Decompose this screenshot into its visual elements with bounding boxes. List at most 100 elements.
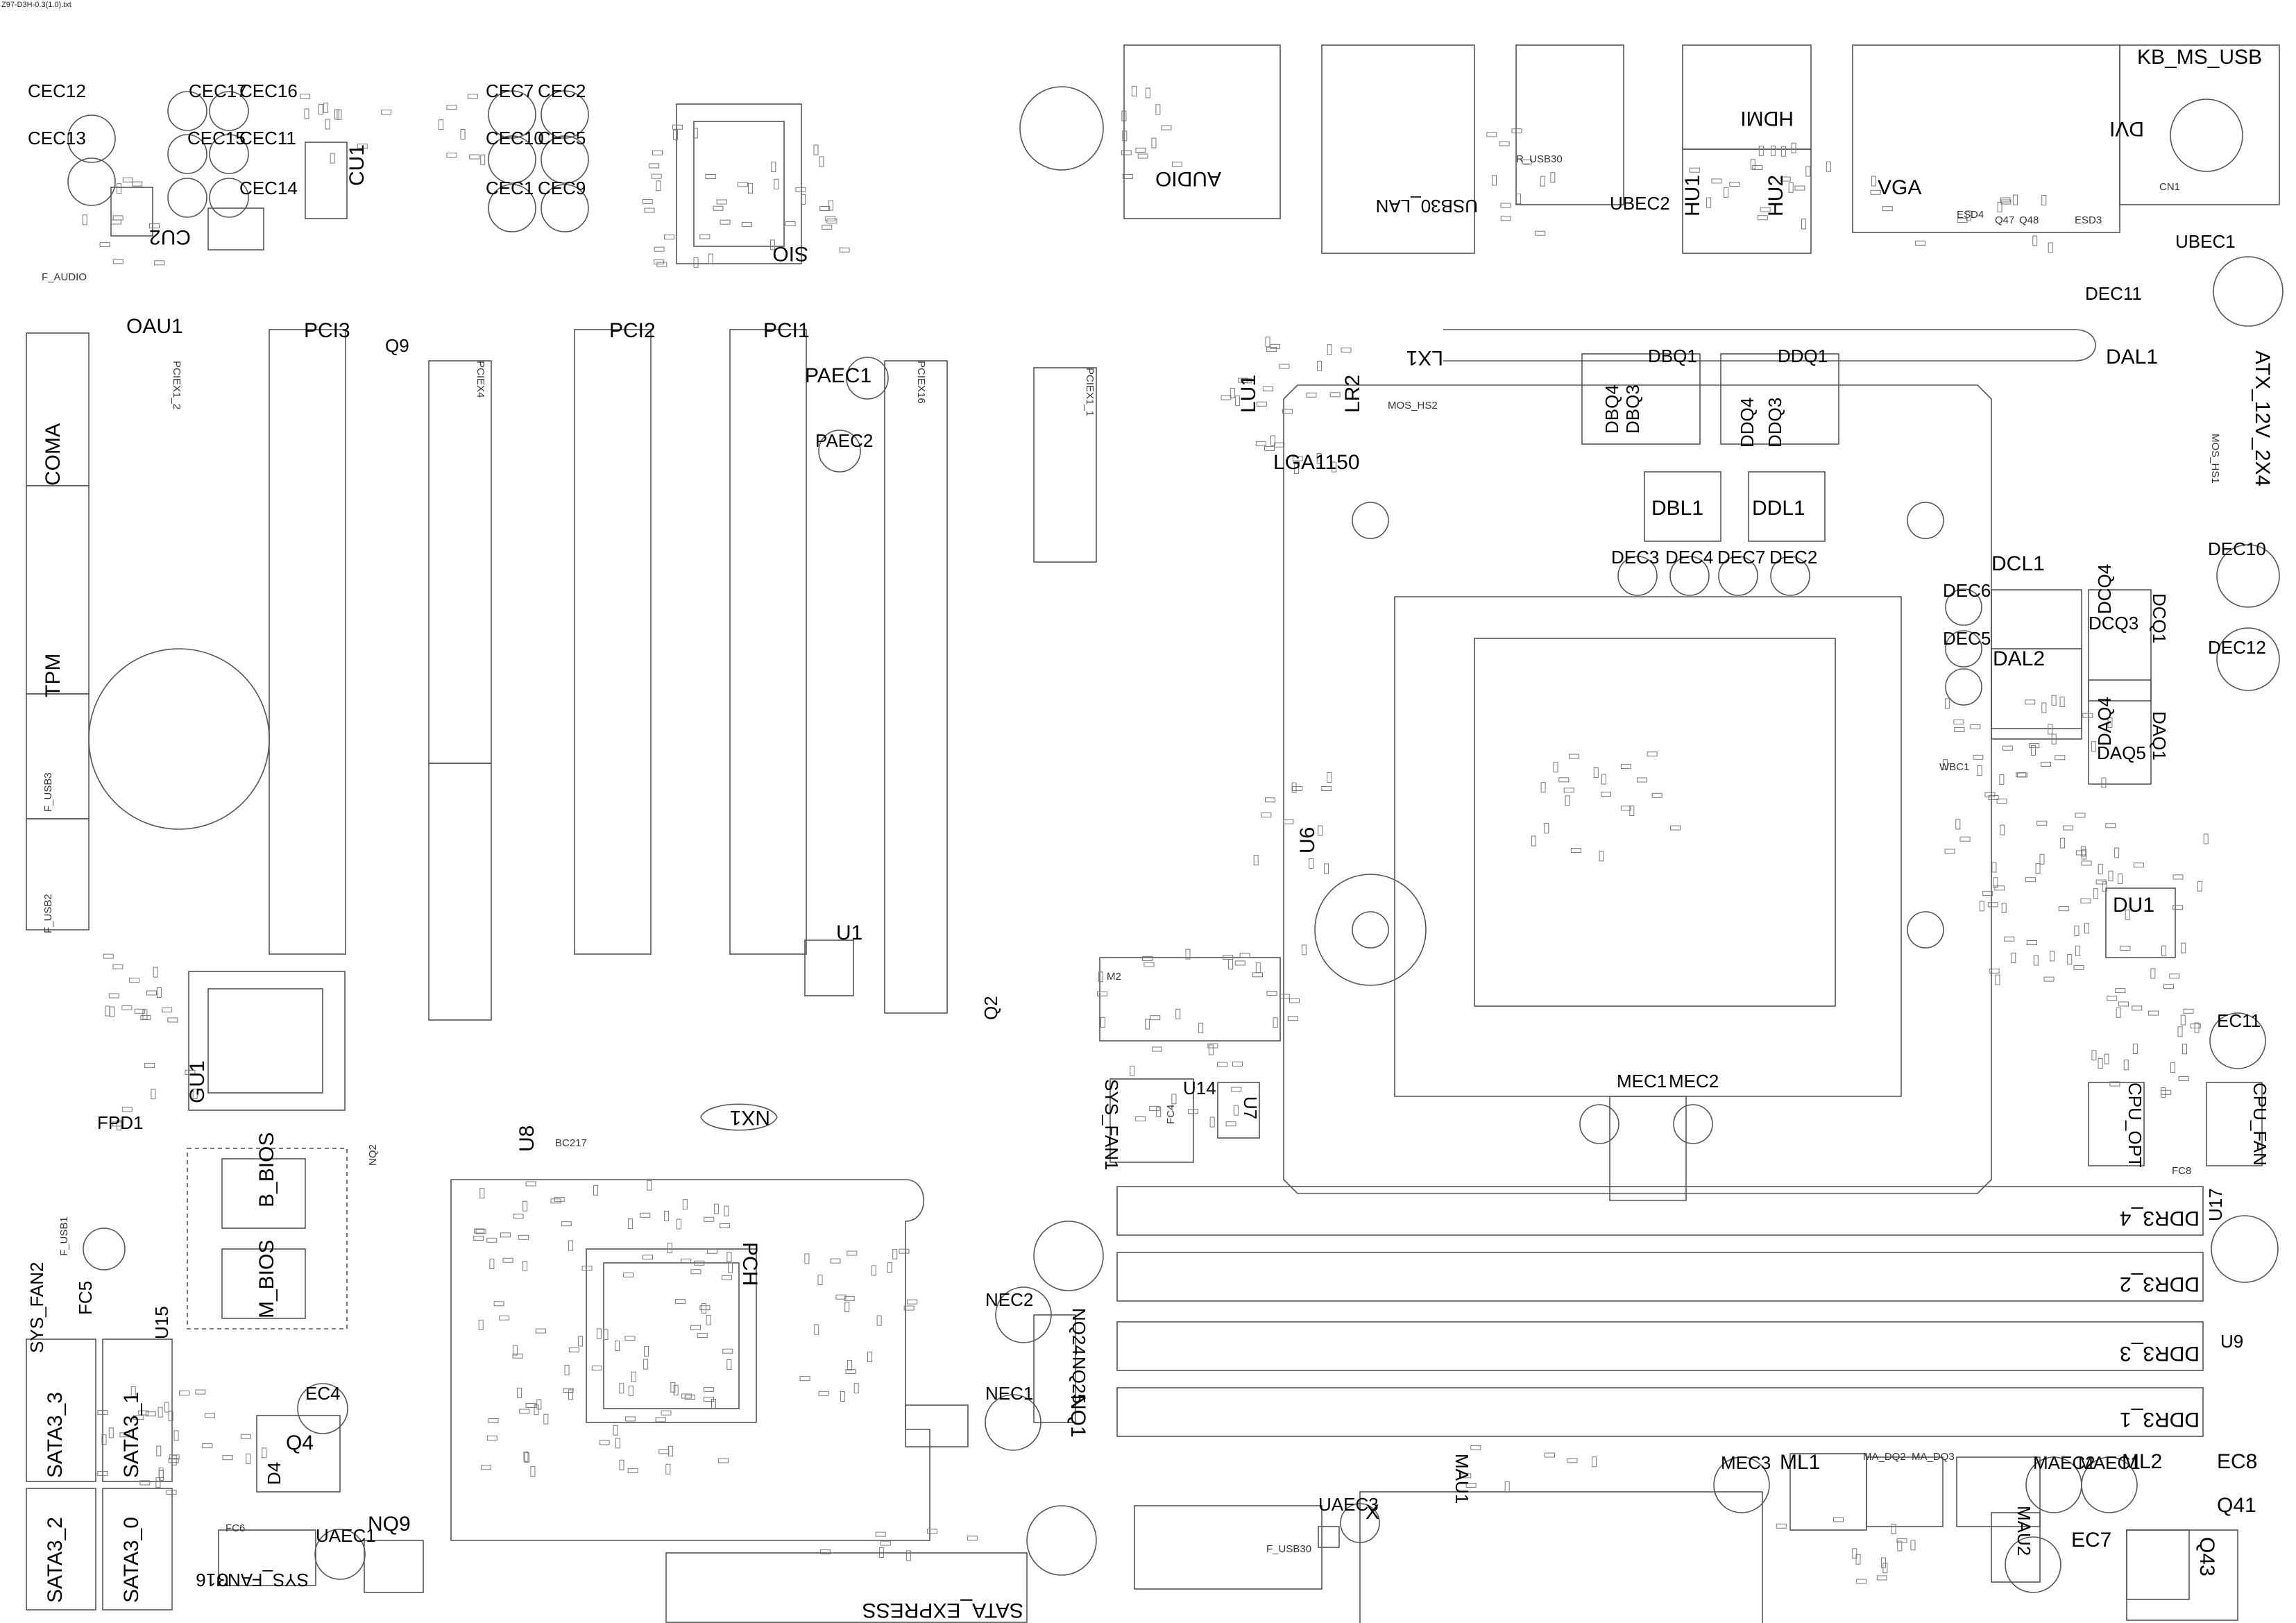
smd-footprint (819, 156, 824, 167)
smd-footprint (2025, 877, 2036, 883)
smd-footprint (2073, 965, 2084, 970)
smd-footprint (536, 1399, 542, 1410)
smd-footprint (1647, 751, 1658, 757)
smd-footprint (2067, 953, 2073, 965)
smd-footprint (1780, 176, 1791, 182)
label-cn1: CN1 (2159, 181, 2181, 193)
smd-footprint (1856, 1579, 1867, 1584)
smd-footprint (167, 1017, 178, 1023)
label-mau1: MAU1 (1452, 1454, 1472, 1504)
smd-footprint (1317, 360, 1323, 371)
label-f-audio: F_AUDIO (42, 271, 87, 283)
label-m-bios: M_BIOS (255, 1239, 278, 1318)
smd-footprint (771, 162, 776, 173)
smd-footprint (1324, 863, 1329, 874)
label-paec2: PAEC2 (815, 430, 874, 451)
smd-footprint (2181, 942, 2186, 953)
smd-footprint (2029, 743, 2040, 749)
smd-footprint (817, 1275, 823, 1285)
smd-footprint (1984, 792, 1996, 797)
label-daq4: DAQ4 (2094, 697, 2115, 746)
smd-footprint (337, 109, 342, 120)
smd-footprint (1232, 1061, 1243, 1067)
label-pciex4: PCIEX4 (475, 361, 486, 398)
smd-footprint (323, 102, 328, 113)
smd-footprint (2032, 235, 2038, 246)
smd-footprint (1265, 797, 1275, 803)
label-dbl1: DBL1 (1651, 497, 1704, 520)
smd-footprint (168, 1458, 179, 1463)
label-pci2: PCI2 (609, 319, 656, 342)
smd-footprint (523, 1451, 529, 1462)
smd-footprint (144, 1062, 155, 1068)
label-pciex16: PCIEX16 (915, 361, 927, 404)
label-cec10: CEC10 (486, 128, 544, 148)
smd-footprint (1910, 1540, 1916, 1551)
smd-footprint (1500, 203, 1511, 208)
smd-footprint (1601, 792, 1611, 797)
smd-footprint (2033, 955, 2039, 966)
smd-footprint (1233, 1105, 1239, 1116)
smd-footprint (1291, 782, 1297, 793)
label-pciex1-1: PCIEX1_1 (1084, 368, 1096, 417)
smd-footprint (655, 1417, 666, 1422)
smd-footprint (1492, 175, 1497, 186)
smd-footprint (1255, 441, 1266, 446)
smd-footprint (706, 1314, 711, 1325)
smd-footprint (905, 1550, 911, 1561)
smd-footprint (640, 1212, 651, 1218)
smd-footprint (741, 222, 752, 228)
label-ubec1: UBEC1 (2175, 231, 2236, 252)
smd-footprint (1274, 442, 1285, 448)
smd-footprint (1897, 1540, 1903, 1552)
smd-footprint (480, 154, 486, 165)
smd-footprint (550, 1198, 561, 1204)
smd-footprint (711, 1398, 716, 1409)
smd-footprint (880, 1540, 891, 1546)
smd-footprint (1187, 1109, 1198, 1114)
smd-footprint (2203, 833, 2209, 844)
smd-footprint (318, 103, 323, 114)
capacitor-cec13 (67, 158, 116, 206)
smd-footprint (1982, 891, 1993, 897)
smd-footprint (1991, 862, 1997, 873)
label-gu1: GU1 (186, 1060, 209, 1103)
smd-footprint (830, 1258, 841, 1264)
smd-footprint (1758, 145, 1764, 156)
label-x: X (1366, 1501, 1380, 1524)
label-q2: Q2 (980, 996, 1001, 1020)
smd-footprint (2098, 863, 2103, 874)
smd-footprint (1651, 792, 1663, 798)
smd-footprint (1309, 858, 1314, 869)
smd-footprint (826, 219, 837, 224)
smd-footprint (2197, 881, 2202, 892)
smd-footprint (656, 180, 661, 192)
smd-footprint (774, 178, 779, 189)
smd-footprint (1973, 754, 1984, 760)
label-dcq3: DCQ3 (2089, 613, 2139, 634)
smd-footprint (684, 1395, 695, 1400)
smd-footprint (844, 1295, 855, 1301)
smd-footprint (1332, 461, 1337, 473)
smd-footprint (1252, 972, 1263, 978)
smd-footprint (1155, 104, 1161, 115)
smd-footprint (628, 1385, 633, 1396)
smd-footprint (2133, 863, 2144, 868)
smd-footprint (1522, 159, 1533, 164)
smd-footprint (2059, 696, 2065, 707)
smd-footprint (524, 1452, 529, 1463)
smd-footprint (2004, 936, 2015, 942)
smd-footprint (1161, 125, 1172, 130)
smd-footprint (2012, 194, 2018, 205)
smd-footprint (1098, 971, 1103, 983)
smd-footprint (103, 953, 114, 959)
label-ddq4: DDQ4 (1737, 397, 1758, 448)
label-ec11: EC11 (2217, 1010, 2261, 1031)
label-dvi: DVI (2109, 117, 2144, 140)
smd-footprint (2172, 874, 2184, 880)
label-cpu-fan: CPU_FAN (2250, 1082, 2270, 1166)
smd-footprint (1801, 219, 1806, 230)
smd-footprint (2183, 1008, 2194, 1014)
smd-footprint (795, 187, 806, 192)
smd-footprint (1711, 178, 1722, 184)
